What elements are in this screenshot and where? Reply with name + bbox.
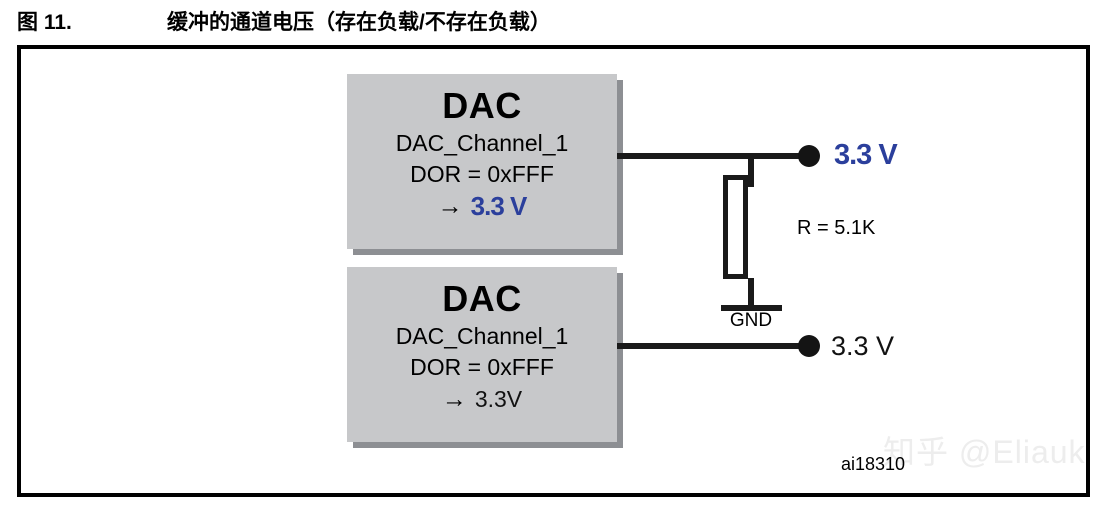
- output-voltage-unloaded: 3.3 V: [831, 331, 895, 361]
- dac-block-loaded: DAC DAC_Channel_1 DOR = 0xFFF → 3.3 V: [347, 74, 617, 249]
- figure-caption: 图 11. 缓冲的通道电压（存在负载/不存在负载）: [17, 6, 1090, 36]
- figure-frame: DAC DAC_Channel_1 DOR = 0xFFF → 3.3 V DA…: [17, 45, 1090, 497]
- wire-bottom-horizontal: [617, 343, 807, 349]
- dac-block-title: DAC: [442, 278, 522, 319]
- terminal-dot-unloaded-output: [798, 335, 820, 357]
- diagram-canvas: DAC DAC_Channel_1 DOR = 0xFFF → 3.3 V DA…: [21, 49, 1086, 493]
- right-arrow-icon: →: [441, 385, 467, 413]
- dac-block-unloaded: DAC DAC_Channel_1 DOR = 0xFFF → 3.3V: [347, 267, 617, 442]
- watermark: 知乎 @Eliauk: [883, 434, 1086, 470]
- dac-block-title: DAC: [442, 85, 522, 126]
- wire-top-horizontal: [617, 153, 807, 159]
- dac-output-voltage: 3.3V: [474, 386, 523, 412]
- wire-resistor-to-ground: [748, 278, 754, 308]
- dac-register-label: DOR = 0xFFF: [410, 161, 554, 187]
- right-arrow-icon: →: [437, 192, 463, 220]
- dac-output-row: → 3.3 V: [437, 190, 528, 223]
- figure-id-label: ai18310: [841, 454, 906, 474]
- figure-title: 缓冲的通道电压（存在负载/不存在负载）: [167, 11, 551, 34]
- dac-output-voltage: 3.3 V: [470, 191, 528, 221]
- figure-number: 图 11.: [17, 11, 72, 34]
- resistor-symbol: [723, 175, 748, 279]
- ground-label: GND: [729, 310, 773, 331]
- output-voltage-loaded: 3.3 V: [834, 139, 898, 171]
- wire-resistor-branch: [748, 153, 754, 187]
- resistor-value-label: R = 5.1K: [797, 217, 876, 239]
- dac-channel-label: DAC_Channel_1: [395, 130, 569, 156]
- dac-output-row: → 3.3V: [442, 383, 522, 416]
- dac-channel-label: DAC_Channel_1: [395, 323, 569, 349]
- terminal-dot-loaded-output: [798, 145, 820, 167]
- dac-register-label: DOR = 0xFFF: [410, 354, 554, 380]
- ground-symbol-icon: [721, 305, 782, 311]
